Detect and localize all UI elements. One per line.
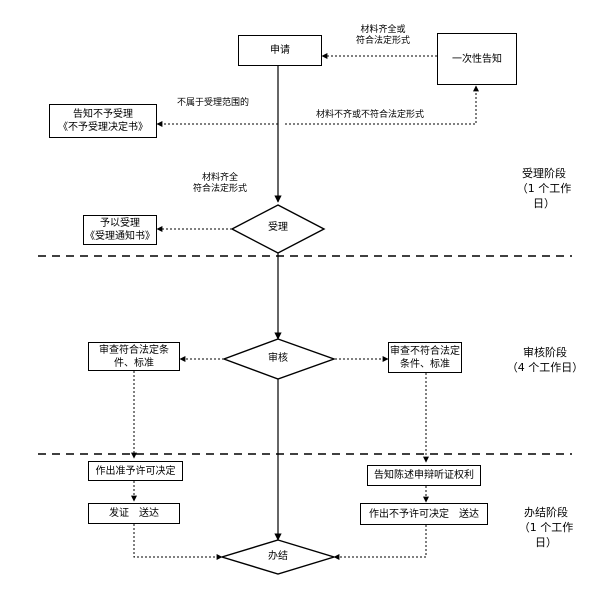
review-label: 审核 — [268, 353, 288, 364]
stage-accept-line-2: （1 个工作 — [516, 182, 572, 195]
meets-box: 审查符合法定条 件、标准 — [88, 342, 180, 371]
finish-label: 办结 — [268, 551, 288, 562]
not-meets-line-1: 审查不符合法定 — [390, 345, 460, 357]
accept-diamond — [230, 204, 326, 254]
issue-box: 发证 送达 — [88, 503, 180, 524]
stage-finish-line-3: 日） — [535, 536, 557, 549]
apply-box: 申请 — [238, 35, 322, 66]
stage-review-title: 审核阶段 — [523, 346, 567, 359]
complete-mid-label: 材料齐全 符合法定形式 — [178, 173, 262, 195]
edge-issue-finish — [133, 524, 223, 560]
out-of-scope-label: 不属于受理范围的 — [176, 98, 249, 108]
incomplete-label: 材料不齐或不符合法定形式 — [315, 110, 424, 120]
hearing-notice-box: 告知陈述申辩听证权利 — [367, 465, 481, 486]
not-meets-box: 审查不符合法定 条件、标准 — [388, 342, 462, 373]
reject-line-2: 《不予受理决定书》 — [58, 122, 148, 133]
complete-mid-line-1: 材料齐全 — [201, 173, 238, 183]
notify-once-box: 一次性告知 — [437, 33, 517, 85]
accept-notice-line-1: 予以受理 — [100, 218, 140, 229]
stage-accept-title: 受理阶段 — [522, 167, 566, 180]
stage-accept: 受理阶段 （1 个工作 日） — [508, 166, 580, 211]
accept-notice-line-2: 《受理通知书》 — [85, 231, 155, 242]
stage-finish-line-2: （1 个工作 — [518, 521, 574, 534]
complete-top-label: 材料齐全或 符合法定形式 — [338, 25, 428, 47]
not-meets-line-2: 条件、标准 — [400, 358, 450, 370]
edge-deny-finish — [333, 525, 427, 560]
accept-label: 受理 — [268, 222, 288, 233]
stage-review: 审核阶段 （4 个工作日） — [500, 345, 590, 375]
accept-notice-box: 予以受理 《受理通知书》 — [83, 215, 157, 245]
grant-decision-box: 作出准予许可决定 — [88, 461, 183, 481]
edge-to-notify — [285, 85, 479, 125]
reject-box: 告知不予受理 《不予受理决定书》 — [49, 104, 157, 138]
complete-mid-line-2: 符合法定形式 — [192, 184, 247, 194]
complete-top-line-1: 材料齐全或 — [360, 25, 406, 35]
meets-line-1: 审查符合法定条 — [99, 344, 169, 356]
stage-finish: 办结阶段 （1 个工作 日） — [510, 505, 582, 550]
stage-review-line-2: （4 个工作日） — [506, 361, 584, 374]
finish-diamond — [219, 539, 337, 575]
deny-decision-box: 作出不予许可决定 送达 — [360, 503, 488, 525]
stage-accept-line-3: 日） — [533, 197, 555, 210]
reject-line-1: 告知不予受理 — [73, 109, 133, 120]
meets-line-2: 件、标准 — [114, 357, 154, 369]
complete-top-line-2: 符合法定形式 — [355, 36, 410, 46]
review-diamond — [221, 338, 337, 380]
stage-finish-title: 办结阶段 — [524, 506, 568, 519]
